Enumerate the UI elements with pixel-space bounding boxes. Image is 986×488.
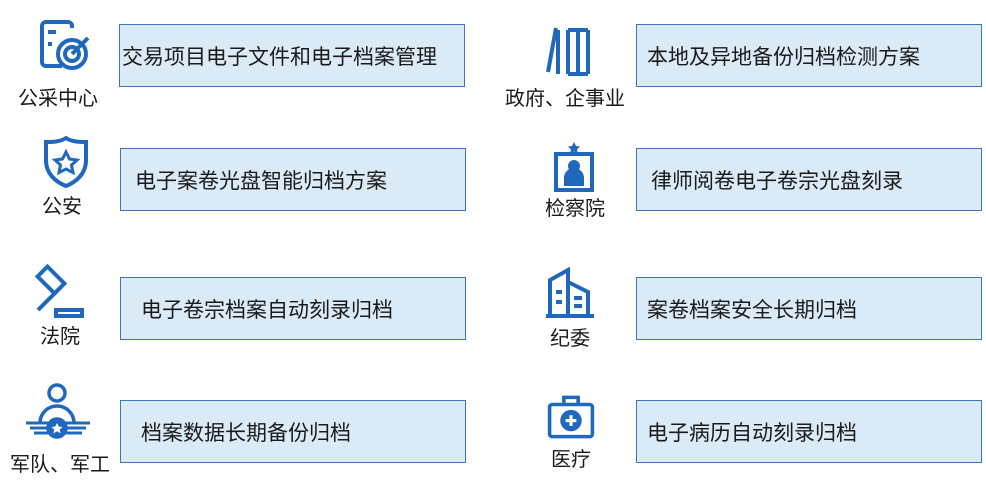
solution-box: 本地及异地备份归档检测方案 xyxy=(636,24,982,87)
office-building-icon xyxy=(542,264,598,320)
books-icon xyxy=(542,22,598,78)
procuratorate-building-icon xyxy=(546,140,602,196)
medical-kit-icon xyxy=(546,392,596,442)
solution-box: 档案数据长期备份归档 xyxy=(120,400,466,463)
military-badge-icon xyxy=(26,383,90,439)
category-label: 纪委 xyxy=(550,326,590,350)
category-label: 检察院 xyxy=(545,196,605,220)
category-label: 公采中心 xyxy=(18,86,98,110)
category-label: 医疗 xyxy=(551,447,591,471)
category-label: 法院 xyxy=(40,324,80,348)
document-target-icon xyxy=(36,18,92,74)
solution-box: 案卷档案安全长期归档 xyxy=(636,277,982,340)
solution-box: 电子卷宗档案自动刻录归档 xyxy=(120,277,466,340)
solution-box: 交易项目电子文件和电子档案管理 xyxy=(119,24,465,87)
gavel-icon xyxy=(30,262,86,318)
solution-box: 律师阅卷电子卷宗光盘刻录 xyxy=(636,148,982,211)
solution-box: 电子病历自动刻录归档 xyxy=(636,400,982,463)
police-shield-star-icon xyxy=(38,134,94,190)
category-label: 军队、军工 xyxy=(10,452,110,476)
category-label: 公安 xyxy=(42,194,82,218)
category-label: 政府、企事业 xyxy=(505,86,625,110)
solution-box: 电子案卷光盘智能归档方案 xyxy=(120,148,466,211)
